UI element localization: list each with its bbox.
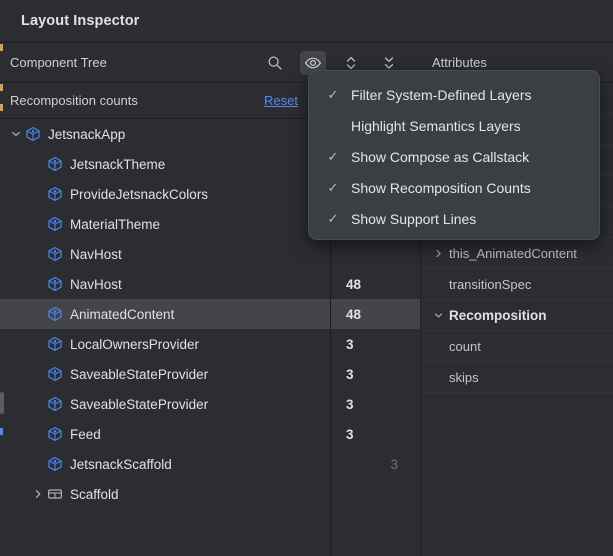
- chevron-right-icon[interactable]: [30, 486, 46, 502]
- recomposition-count-cell: 48: [330, 299, 420, 329]
- attribute-row[interactable]: skips: [421, 362, 613, 393]
- tree-row-label: LocalOwnersProvider: [70, 336, 200, 352]
- tree-row-label: NavHost: [70, 276, 122, 292]
- tree-row-label: SaveableStateProvider: [70, 366, 209, 382]
- attribute-group-row[interactable]: Recomposition: [421, 300, 613, 331]
- compose-cube-icon: [46, 275, 64, 293]
- recomposition-count-cell: 3: [330, 329, 420, 359]
- tree-row[interactable]: JetsnackScaffold 3: [0, 449, 420, 479]
- menu-item[interactable]: Highlight Semantics Layers: [309, 110, 599, 141]
- attributes-title: Attributes: [432, 55, 487, 70]
- component-tree-title: Component Tree: [10, 55, 107, 70]
- tree-scrollbar-thumb[interactable]: [0, 392, 4, 414]
- tree-row-label: SaveableStateProvider: [70, 396, 209, 412]
- menu-item-label: Show Compose as Callstack: [351, 148, 530, 165]
- check-icon: ✓: [327, 86, 339, 102]
- recomposition-count-cell: [330, 479, 420, 509]
- menu-item-label: Show Recomposition Counts: [351, 179, 531, 196]
- compose-cube-icon: [46, 245, 64, 263]
- menu-item-label: Filter System-Defined Layers: [351, 86, 532, 103]
- attribute-label: count: [449, 338, 481, 354]
- recomposition-count-cell: 3: [330, 419, 420, 449]
- compose-cube-icon: [46, 425, 64, 443]
- tree-row-label: NavHost: [70, 246, 122, 262]
- attribute-label: Recomposition: [449, 307, 547, 323]
- twisty-spacer: [30, 456, 46, 472]
- recomposition-count-cell: 3: [330, 359, 420, 389]
- twisty-spacer: [30, 366, 46, 382]
- tree-row-label: JetsnackTheme: [70, 156, 166, 172]
- tree-row[interactable]: Scaffold: [0, 479, 420, 509]
- check-icon: ✓: [327, 148, 339, 164]
- tree-row-label: MaterialTheme: [70, 216, 161, 232]
- tree-row-label: Feed: [70, 426, 101, 442]
- tree-row-label: JetsnackApp: [48, 126, 126, 142]
- recomposition-count-cell: [330, 239, 420, 269]
- window-title: Layout Inspector: [21, 13, 140, 29]
- gutter-marker: [0, 104, 3, 111]
- gutter-marker: [0, 84, 3, 91]
- attribute-label: this_AnimatedContent: [449, 245, 577, 261]
- twisty-spacer: [30, 306, 46, 322]
- menu-item-label: Highlight Semantics Layers: [351, 117, 521, 134]
- tree-row[interactable]: NavHost: [0, 239, 420, 269]
- compose-cube-icon: [46, 215, 64, 233]
- twisty-spacer: [30, 276, 46, 292]
- recomposition-count-cell: 3: [330, 449, 420, 479]
- recomposition-count-cell: 48: [330, 269, 420, 299]
- chevron-down-icon[interactable]: [431, 308, 445, 322]
- tree-row-label: ProvideJetsnackColors: [70, 186, 209, 202]
- compose-cube-icon: [46, 365, 64, 383]
- counts-column-divider: [330, 119, 331, 556]
- attribute-row[interactable]: this_AnimatedContent: [421, 238, 613, 269]
- compose-cube-icon: [46, 305, 64, 323]
- chevron-down-icon[interactable]: [8, 126, 24, 142]
- tree-row-label: AnimatedContent: [70, 306, 175, 322]
- attribute-label: skips: [449, 369, 479, 385]
- compose-cube-icon: [24, 125, 42, 143]
- tree-row[interactable]: SaveableStateProvider 3: [0, 389, 420, 419]
- gutter-marker: [0, 428, 3, 435]
- collapse-all-icon[interactable]: [376, 51, 402, 75]
- tree-row[interactable]: AnimatedContent 48: [0, 299, 420, 329]
- attribute-row[interactable]: count: [421, 331, 613, 362]
- attribute-label: transitionSpec: [449, 276, 532, 292]
- tree-row-label: Scaffold: [70, 486, 119, 502]
- tree-row-label: JetsnackScaffold: [70, 456, 172, 472]
- compose-cube-icon: [46, 185, 64, 203]
- menu-item[interactable]: ✓ Filter System-Defined Layers: [309, 79, 599, 110]
- twisty-spacer: [30, 246, 46, 262]
- menu-item[interactable]: ✓ Show Compose as Callstack: [309, 141, 599, 172]
- gutter-marker: [0, 44, 3, 51]
- twisty-spacer: [30, 336, 46, 352]
- compose-cube-icon: [46, 335, 64, 353]
- menu-item-label: Show Support Lines: [351, 210, 477, 227]
- recomposition-reset-link[interactable]: Reset: [264, 93, 298, 108]
- tree-row[interactable]: LocalOwnersProvider 3: [0, 329, 420, 359]
- tree-row[interactable]: SaveableStateProvider 3: [0, 359, 420, 389]
- menu-item[interactable]: ✓ Show Support Lines: [309, 203, 599, 234]
- recomposition-count-cell: 3: [330, 389, 420, 419]
- tree-row[interactable]: Feed 3: [0, 419, 420, 449]
- search-icon[interactable]: [262, 51, 288, 75]
- check-icon: ✓: [327, 210, 339, 226]
- window-titlebar: Layout Inspector: [0, 0, 613, 43]
- twisty-spacer: [30, 396, 46, 412]
- layout-view-icon: [46, 485, 64, 503]
- compose-cube-icon: [46, 395, 64, 413]
- attribute-row[interactable]: transitionSpec: [421, 269, 613, 300]
- tree-row[interactable]: NavHost 48: [0, 269, 420, 299]
- twisty-spacer: [30, 426, 46, 442]
- twisty-spacer: [30, 156, 46, 172]
- twisty-spacer: [30, 186, 46, 202]
- twisty-spacer: [30, 216, 46, 232]
- chevron-right-icon[interactable]: [431, 246, 445, 260]
- menu-item[interactable]: ✓ Show Recomposition Counts: [309, 172, 599, 203]
- compose-cube-icon: [46, 155, 64, 173]
- expand-collapse-icon[interactable]: [338, 51, 364, 75]
- check-icon: ✓: [327, 179, 339, 195]
- recomposition-counts-label: Recomposition counts: [10, 93, 138, 108]
- compose-cube-icon: [46, 455, 64, 473]
